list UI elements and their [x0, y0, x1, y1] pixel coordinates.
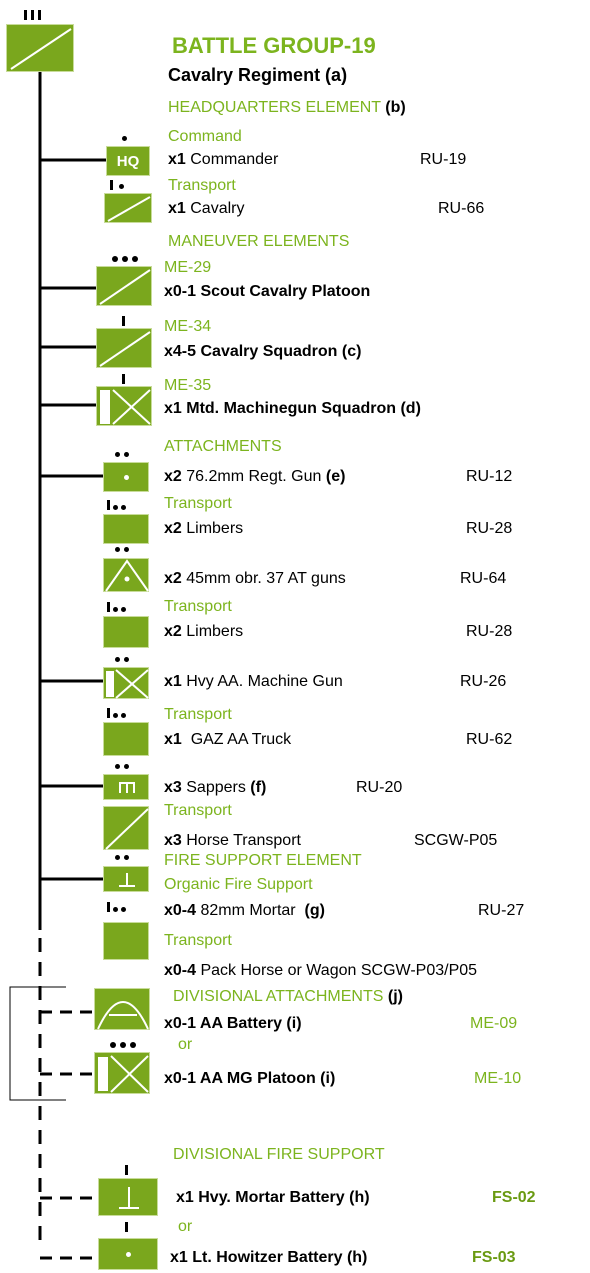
transport4-label: Transport — [164, 802, 232, 819]
divisional-fire-support-heading: DIVISIONAL FIRE SUPPORT — [173, 1146, 385, 1163]
mg-squadron-row: x1 Mtd. Machinegun Squadron (d) — [164, 400, 421, 417]
attachments-heading: ATTACHMENTS — [164, 438, 282, 455]
transport-echelon-marker — [110, 180, 124, 190]
truck-echelon-marker — [107, 708, 126, 718]
gun-echelon-marker — [115, 452, 129, 457]
hq-heading: HEADQUARTERS ELEMENT (b) — [168, 99, 406, 116]
at-echelon-marker — [115, 547, 129, 552]
regt-gun-ref: RU-12 — [466, 468, 513, 485]
maneuver-heading: MANEUVER ELEMENTS — [168, 233, 350, 250]
me34-code: ME-34 — [164, 318, 212, 335]
gaz-truck-ref: RU-62 — [466, 731, 513, 748]
pack-echelon-marker — [107, 902, 126, 912]
aa-platoon-echelon-marker — [110, 1042, 136, 1048]
horse-transport-row: x3 Horse Transport — [164, 832, 301, 849]
sappers-ref: RU-20 — [356, 779, 403, 796]
commander-ref: RU-19 — [420, 151, 467, 168]
aa-mg-echelon-marker — [115, 657, 129, 662]
regiment-echelon-marker — [24, 10, 41, 20]
cavalry-squadron-row: x4-5 Cavalry Squadron (c) — [164, 343, 362, 360]
at-gun-symbol — [103, 558, 149, 592]
hvy-aa-mg-ref: RU-26 — [460, 673, 507, 690]
limbers2-symbol — [103, 616, 149, 648]
at-guns-ref: RU-64 — [460, 570, 507, 587]
hq-symbol-label: HQ — [116, 153, 140, 170]
fs-transport-label: Transport — [164, 932, 232, 949]
cavalry-row: x1 Cavalry — [168, 200, 245, 217]
limbers2-row: x2 Limbers — [164, 623, 244, 640]
hq-transport-label: Transport — [168, 177, 236, 194]
organic-fs-label: Organic Fire Support — [164, 876, 313, 893]
limbers1-row: x2 Limbers — [164, 520, 244, 537]
pack-horse-symbol — [103, 922, 149, 960]
lt-howitzer-ref: FS-03 — [472, 1249, 516, 1266]
mg-squadron-echelon-marker — [122, 374, 125, 384]
limbers1-symbol — [103, 514, 149, 544]
command-label: Command — [168, 128, 242, 145]
page-title: BATTLE GROUP-19 — [172, 33, 376, 58]
fire-support-heading: FIRE SUPPORT ELEMENT — [164, 852, 362, 869]
hq-echelon-marker — [122, 136, 127, 141]
horse-transport-ref: SCGW-P05 — [414, 832, 498, 849]
transport1-label: Transport — [164, 495, 232, 512]
me35-code: ME-35 — [164, 377, 212, 394]
commander-row: x1 Commander — [168, 151, 279, 168]
mortar-echelon-marker — [115, 855, 129, 860]
cavalry-transport-symbol — [104, 193, 152, 223]
aa-battery-ref: ME-09 — [470, 1015, 518, 1032]
regt-gun-row: x2 76.2mm Regt. Gun (e) — [164, 468, 346, 485]
gaz-truck-row: x1 GAZ AA Truck — [164, 731, 292, 748]
or-label-1: or — [178, 1036, 193, 1053]
mortar-symbol — [103, 866, 149, 892]
aa-mg-platoon-row: x0-1 AA MG Platoon (i) — [164, 1070, 336, 1087]
limber2-echelon-marker — [107, 602, 126, 612]
transport3-label: Transport — [164, 706, 232, 723]
hvy-mortar-echelon-marker — [125, 1165, 128, 1175]
scout-cavalry-symbol — [96, 266, 152, 306]
hvy-aa-mg-row: x1 Hvy AA. Machine Gun — [164, 673, 343, 690]
limber1-echelon-marker — [107, 500, 126, 510]
hvy-mortar-ref: FS-02 — [492, 1189, 536, 1206]
squadron-echelon-marker — [122, 316, 125, 326]
hvy-aa-mg-symbol — [103, 667, 149, 699]
or-label-2: or — [178, 1218, 193, 1235]
aa-battery-row: x0-1 AA Battery (i) — [164, 1015, 302, 1032]
sapper-echelon-marker — [115, 764, 129, 769]
at-guns-row: x2 45mm obr. 37 AT guns — [164, 570, 346, 587]
limbers1-ref: RU-28 — [466, 520, 513, 537]
sappers-symbol — [103, 774, 149, 800]
cavalry-ref: RU-66 — [438, 200, 485, 217]
platoon-echelon-marker — [112, 256, 138, 262]
horse-transport-symbol — [103, 806, 149, 850]
cavalry-squadron-symbol — [96, 328, 152, 368]
mortar-ref: RU-27 — [478, 902, 525, 919]
lt-howitzer-row: x1 Lt. Howitzer Battery (h) — [170, 1249, 368, 1266]
lt-howitzer-symbol — [98, 1238, 158, 1270]
howitzer-echelon-marker — [125, 1222, 128, 1232]
battle-group-cavalry-symbol — [6, 24, 74, 72]
hvy-mortar-symbol — [98, 1178, 158, 1216]
transport2-label: Transport — [164, 598, 232, 615]
sappers-row: x3 Sappers (f) — [164, 779, 267, 796]
hvy-mortar-row: x1 Hvy. Mortar Battery (h) — [176, 1189, 370, 1206]
aa-battery-symbol — [94, 988, 150, 1030]
divisional-attachments-heading: DIVISIONAL ATTACHMENTS (j) — [173, 988, 403, 1005]
hq-symbol: HQ — [106, 146, 150, 176]
aa-mg-platoon-symbol — [94, 1052, 150, 1094]
mtd-machinegun-symbol — [96, 386, 152, 426]
aa-mg-platoon-ref: ME-10 — [474, 1070, 522, 1087]
subtitle: Cavalry Regiment (a) — [168, 65, 348, 85]
pack-horse-row: x0-4 Pack Horse or Wagon SCGW-P03/P05 — [164, 962, 478, 979]
scout-platoon-row: x0-1 Scout Cavalry Platoon — [164, 283, 371, 300]
me29-code: ME-29 — [164, 259, 212, 276]
mortar-row: x0-4 82mm Mortar (g) — [164, 902, 325, 919]
regt-gun-symbol — [103, 462, 149, 492]
gaz-truck-symbol — [103, 722, 149, 756]
limbers2-ref: RU-28 — [466, 623, 513, 640]
